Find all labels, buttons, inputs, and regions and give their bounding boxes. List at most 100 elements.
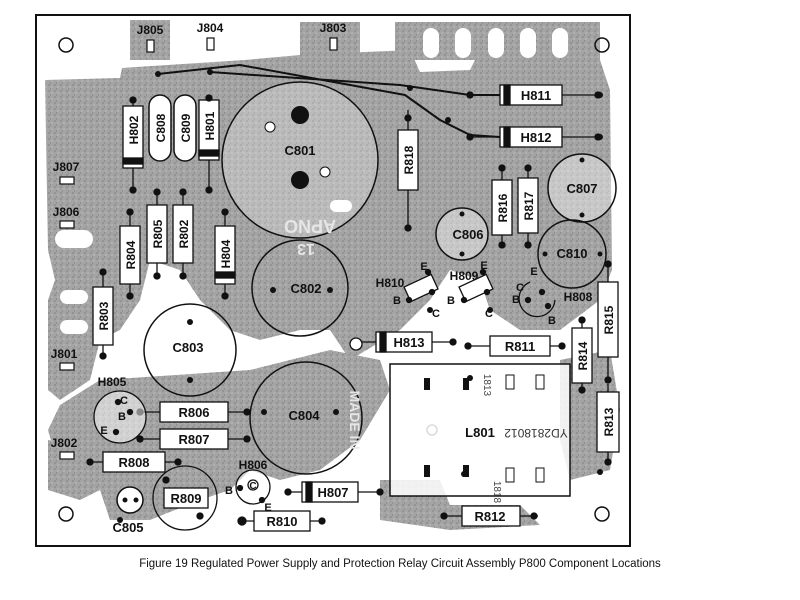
diode-h813: H813 [349,331,457,353]
capacitor-c807: C807 [547,153,617,223]
diode-layer: H802 H801 H804 H811 H812 [122,84,602,503]
mounting-hole-top-right [594,37,610,53]
transistor-h806: H806 C B E [225,458,272,514]
solder-pads [117,69,603,523]
h809-pin-c: C [485,308,493,320]
capacitor-label-c807: C807 [566,181,597,196]
transistor-label-h805: H805 [98,375,127,389]
h809-pin-b: B [447,295,455,307]
resistor-label-r808: R808 [118,455,149,470]
board-marking-apno: APNO [284,216,336,236]
h805-pin-b: B [118,411,126,423]
connector-j801: J801 [51,347,78,371]
transistor-label-h810: H810 [376,276,405,290]
resistor-label-r809: R809 [170,491,201,506]
relay-stamp-1: 1813 [481,374,492,397]
capacitor-label-c803: C803 [172,340,203,355]
resistor-layer: R818 R816 R817 R805 R802 [86,110,620,532]
connector-label-j806: J806 [53,205,80,219]
h808-pin-b-left: B [512,294,520,306]
relay-stamp-2: 1818 [491,481,502,504]
connector-j803: J803 [320,21,347,51]
h808-pin-e: E [530,266,537,278]
h808-pin-b: B [548,315,556,327]
resistor-label-r803: R803 [97,301,111,330]
resistor-r805: R805 [146,188,168,280]
transistor-h809: H809 E B C [447,260,494,320]
connector-j807: J807 [53,160,80,185]
capacitor-label-c808: C808 [154,113,168,142]
resistor-label-r802: R802 [177,219,191,248]
resistor-r802: R802 [172,188,194,280]
resistor-r807: R807 [136,428,251,450]
connector-layer: J805 J804 J803 J807 J806 J801 J802 [51,21,347,460]
figure-caption: Figure 19 Regulated Power Supply and Pro… [139,558,661,570]
diode-h811: H811 [466,84,602,106]
resistor-r808: R808 [86,451,182,473]
resistor-label-r811: R811 [505,339,535,354]
jumper-wire-1 [157,63,501,138]
capacitor-label-c805: C805 [112,520,143,535]
h810-pin-b: B [393,295,401,307]
resistor-r817: R817 [517,164,539,249]
capacitor-label-c810: C810 [556,246,587,261]
capacitor-label-c802: C802 [290,281,321,296]
transistor-h805: H805 B E C [93,375,147,444]
capacitor-c808: C808 [148,94,172,162]
capacitor-layer: C801 C802 C803 C804 C805 C806 [112,81,617,535]
diode-h812: H812 [466,126,602,148]
transistor-label-h808: H808 [564,290,593,304]
resistor-r814: R815 [597,260,619,384]
resistor-label-r818: R818 [402,145,416,174]
h810-pin-e: E [420,261,427,273]
diode-label-h813: H813 [393,335,424,350]
connector-label-j803: J803 [320,21,347,35]
resistor-r810: R810 [237,510,326,532]
h806-pin-e: E [264,502,271,514]
h806-pin-c: C [249,481,256,492]
capacitor-c801: C801 [221,81,379,239]
diode-label-h802: H802 [127,115,141,144]
h810-pin-c: C [432,308,440,320]
diode-label-h807: H807 [317,485,348,500]
transistor-h810: H810 E B C [376,261,440,320]
resistor-label-r814: R815 [602,305,616,334]
capacitor-label-c809: C809 [179,113,193,142]
isolation-slots [55,28,568,334]
h805-pin-c: C [120,395,128,407]
board-marking-made-in: MADE IN [347,390,363,449]
capacitor-c806: C806 [435,207,489,261]
mounting-hole-top-left [58,37,74,53]
board-marking-13: 13 [297,240,315,257]
board-silkscreen: APNO 13 MADE IN [284,216,363,450]
resistor-label-r817: R817 [522,191,536,220]
connector-label-j807: J807 [53,160,80,174]
resistor-r809: R809 [152,465,218,531]
capacitor-label-c806: C806 [452,227,483,242]
diode-label-h811: H811 [521,88,551,103]
capacitor-c803: C803 [143,303,237,397]
resistor-label-r812: R812 [474,509,505,524]
resistor-r812: R812 [440,505,538,527]
capacitor-c805: C805 [112,486,144,535]
resistor-r811: R811 [464,335,566,357]
connector-label-j801: J801 [51,347,78,361]
connector-label-j804: J804 [197,21,224,35]
transistor-h808: H808 E C B B [512,266,593,327]
resistor-r815: R814 [571,316,593,394]
h808-pin-c: C [516,282,524,294]
h809-pin-e: E [480,260,487,272]
resistor-label-r815: R814 [576,341,590,370]
resistor-label-r816: R816 [496,193,510,222]
capacitor-label-c804: C804 [288,408,320,423]
diode-h802: H802 [122,96,144,194]
mounting-hole-bottom-right [594,506,610,522]
capacitor-c809: C809 [173,94,197,162]
transistor-layer: H810 E B C H809 E B C H808 E C B B H805 … [93,260,593,514]
connector-j806: J806 [53,205,80,229]
resistor-label-r806: R806 [178,405,209,420]
connector-label-j805: J805 [137,23,164,37]
resistor-r806: R806 [136,401,251,423]
resistor-label-r810: R810 [266,514,297,529]
